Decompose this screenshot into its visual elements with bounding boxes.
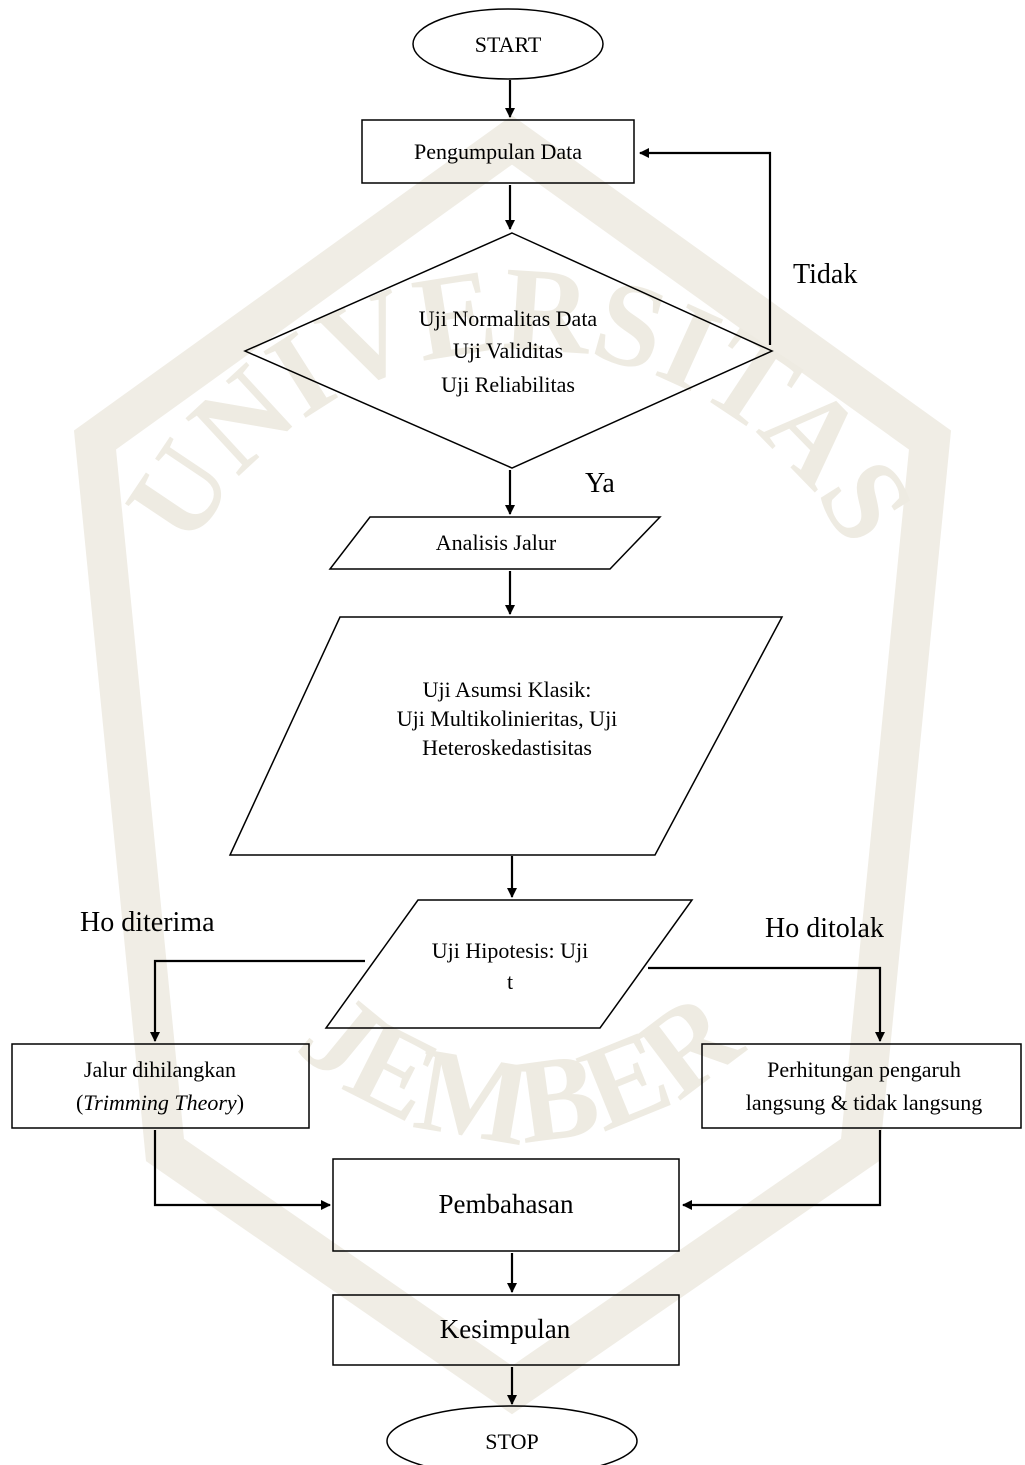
start-label: START [475,32,542,57]
kesimpulan-label: Kesimpulan [440,1314,571,1344]
uji-hipotesis-line1: Uji Hipotesis: Uji [432,938,588,963]
stop-terminator: STOP [386,1405,638,1465]
uji-asumsi-line2: Uji Multikolinieritas, Uji [397,706,618,731]
perhitungan-line2: langsung & tidak langsung [746,1090,982,1115]
pembahasan-box: Pembahasan [332,1158,680,1252]
analisis-jalur-box: Analisis Jalur [328,516,662,570]
trimming-theory-label: (Trimming Theory) [76,1090,244,1115]
uji-asumsi-line3: Heteroskedastisitas [422,735,592,760]
arrow-ho-diterima [150,959,365,1042]
pembahasan-label: Pembahasan [439,1189,574,1219]
arrow-perhitungan-to-pembahasan [682,1130,882,1210]
perhitungan-pengaruh-box: Perhitungan pengaruh langsung & tidak la… [701,1043,1022,1129]
tidak-label: Tidak [793,259,857,290]
stop-label: STOP [485,1429,538,1454]
ho-diterima-label: Ho diterima [80,907,215,938]
uji-decision-diamond: Uji Normalitas Data Uji Validitas Uji Re… [243,232,774,469]
perhitungan-line1: Perhitungan pengaruh [767,1057,961,1082]
uji-asumsi-line1: Uji Asumsi Klasik: [423,677,592,702]
uji-hipotesis-box: Uji Hipotesis: Uji t [324,899,694,1029]
jalur-dihilangkan-box: Jalur dihilangkan (Trimming Theory) [11,1043,310,1129]
jalur-dihilangkan-line1: Jalur dihilangkan [84,1057,236,1082]
ho-ditolak-label: Ho ditolak [765,913,884,944]
uji-normalitas-label: Uji Normalitas Data [419,306,598,331]
pengumpulan-data-box: Pengumpulan Data [361,119,635,184]
arrow-ho-ditolak [648,966,885,1042]
kesimpulan-box: Kesimpulan [332,1294,680,1366]
start-terminator: START [412,8,604,80]
arrow-jalur-to-pembahasan [153,1130,331,1210]
pengumpulan-data-label: Pengumpulan Data [414,139,582,164]
analisis-jalur-label: Analisis Jalur [436,530,557,555]
uji-reliabilitas-label: Uji Reliabilitas [441,372,575,397]
uji-asumsi-box: Uji Asumsi Klasik: Uji Multikolinieritas… [228,616,784,856]
uji-hipotesis-line2: t [507,969,513,994]
connectors [150,80,885,1405]
arrow-tidak-loop [639,148,772,345]
ya-label: Ya [585,468,615,499]
uji-validitas-label: Uji Validitas [453,338,563,363]
